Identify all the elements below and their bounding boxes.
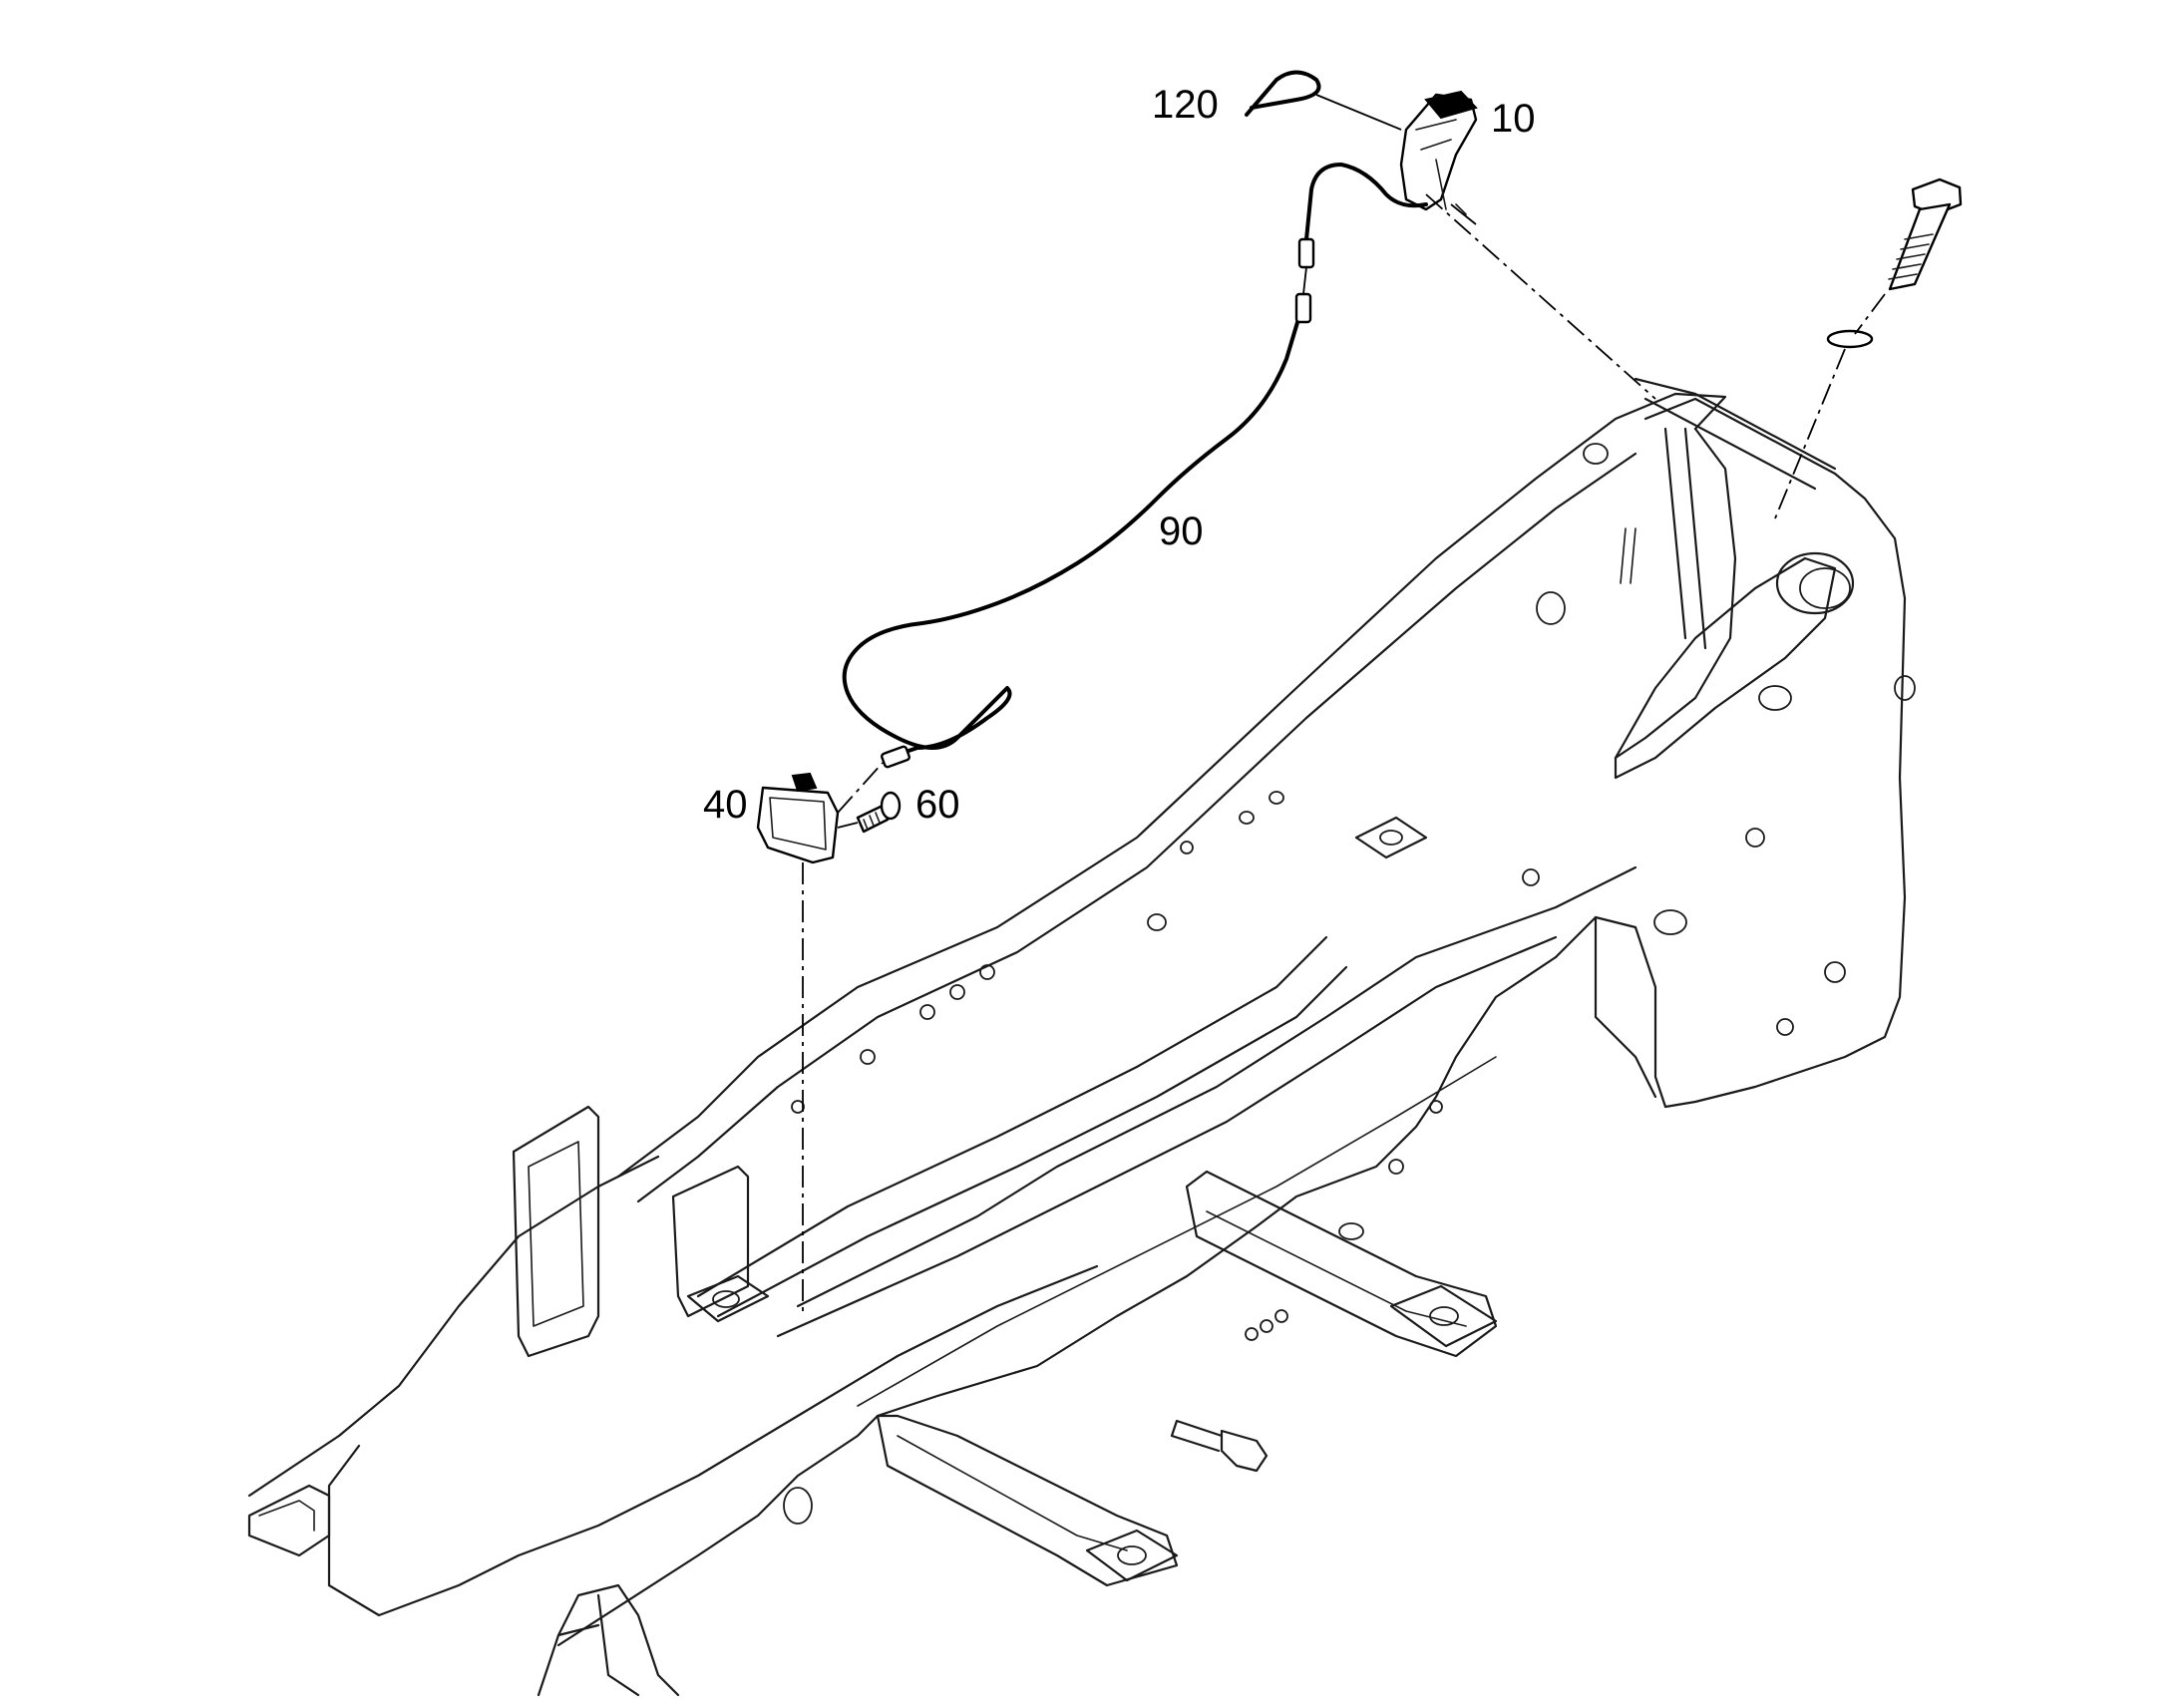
mount-plate-left [686,1274,770,1323]
tower-boss [1775,551,1855,615]
connector-gap [1302,266,1307,295]
left-guard-slot [528,1141,584,1327]
inner-rail-2 [716,965,1348,1318]
front-left-lower [327,1264,1099,1617]
tower-hole-3 [1799,567,1851,609]
mount-plate-mid-hole [1117,1545,1147,1565]
tower-slot [1620,527,1636,584]
harness-upper [1304,163,1428,241]
rear-crossmember [1185,1170,1498,1358]
tower-hole-5 [1894,675,1916,701]
connector-upper-2 [1294,292,1312,324]
boom-hole-9 [791,1100,805,1114]
bolt-thread [1888,233,1934,280]
bolt-centerline [1774,293,1886,519]
pivot-pin [1170,1419,1269,1473]
callout-40: 40 [703,783,748,827]
tower-hole-9 [1776,1018,1794,1036]
tower-inner [1614,427,1737,760]
boom-hole-6 [949,984,965,1000]
bracket-centerline [1425,193,1656,400]
callout-10: 10 [1491,97,1536,141]
mount-plate-mid [1085,1529,1179,1582]
tower-plate [1594,397,1907,1109]
bracket-top [1424,90,1478,120]
boom-hole-8 [860,1049,876,1065]
mount-plate-top-hole [1379,830,1403,846]
part-90-cable [842,163,1428,769]
box-body [756,786,840,864]
bracket-mount-line [1450,203,1477,225]
lower-rail-bottom [776,935,1558,1338]
cable-tie-loop [1245,70,1321,117]
lower-hole-1 [783,1487,813,1525]
front-left-plate [247,1155,660,1498]
lower-hole-4 [1260,1319,1273,1333]
connector-lower [881,745,910,769]
mount-plate-rear-hole [1429,1306,1459,1326]
front-foot [247,1484,331,1557]
tower-hole-2 [1536,591,1566,625]
box-face [769,797,827,851]
part-10-bracket [1399,90,1656,400]
tower-hole-10 [1522,868,1540,886]
screw-head [880,791,902,821]
mount-plate-left-hole [712,1290,740,1308]
screw-thread [863,812,881,831]
bolt-assembly [1774,177,1963,519]
boom-hole-3 [1180,841,1194,854]
harness-mid [842,307,1303,755]
bolt-shank [1888,202,1952,291]
callout-120: 120 [1152,83,1219,127]
front-lower-bracket [537,1583,680,1697]
mount-plate-top [1354,816,1428,859]
callout-60: 60 [915,783,960,827]
top-crossbar [1634,377,1837,650]
tower-arm-curve [1614,556,1837,780]
left-guard-plate [512,1105,600,1358]
boom-hole-5 [979,964,995,980]
boom-top-inner [636,452,1637,1203]
rear-crossmember-inner [1206,1210,1467,1327]
lower-hole-5 [1245,1327,1259,1341]
part-60-screw [837,791,902,834]
loader-frame [247,377,1916,1697]
box-top [791,772,818,793]
front-lower-bracket-2 [556,1593,640,1697]
boom-top-edge [616,392,1727,1179]
cable-tie-line [1315,94,1402,131]
tower-hole-7 [1745,828,1765,848]
tower-hole-1 [1583,443,1609,465]
lower-hole-7 [1429,1100,1443,1114]
lower-hole-3 [1274,1309,1288,1323]
frame-body-lower [556,955,1558,1647]
bolt-washer [1826,329,1874,349]
connector-upper-1 [1297,237,1315,269]
lower-hole-6 [1388,1159,1404,1175]
mount-plate-rear [1389,1284,1498,1348]
boom-hole-1 [1269,791,1284,805]
callout-90: 90 [1159,510,1204,553]
screw-centerline [837,822,859,829]
lower-hole-2 [1338,1222,1364,1240]
boom-hole-4 [1147,913,1167,931]
bracket-detail [1415,119,1467,215]
tower-hole-6 [1653,909,1687,935]
boom-hole-7 [919,1004,935,1020]
mid-crossmember [876,1414,1179,1587]
mid-guard-plate [671,1165,750,1318]
inner-rail-1 [696,935,1328,1298]
frame-body-mid [857,1056,1497,1407]
tower-lower-plate [1554,915,1657,1099]
box-connector-line [837,762,884,814]
mid-crossmember-inner [897,1435,1128,1551]
part-40-control-box [756,762,884,1316]
tower-hole-8 [1824,961,1846,983]
tower-hole-4 [1758,685,1792,711]
lower-rail-top [796,865,1637,1308]
boom-hole-2 [1239,811,1255,825]
part-120-cable-tie [1245,70,1402,131]
front-foot-detail [258,1500,315,1532]
